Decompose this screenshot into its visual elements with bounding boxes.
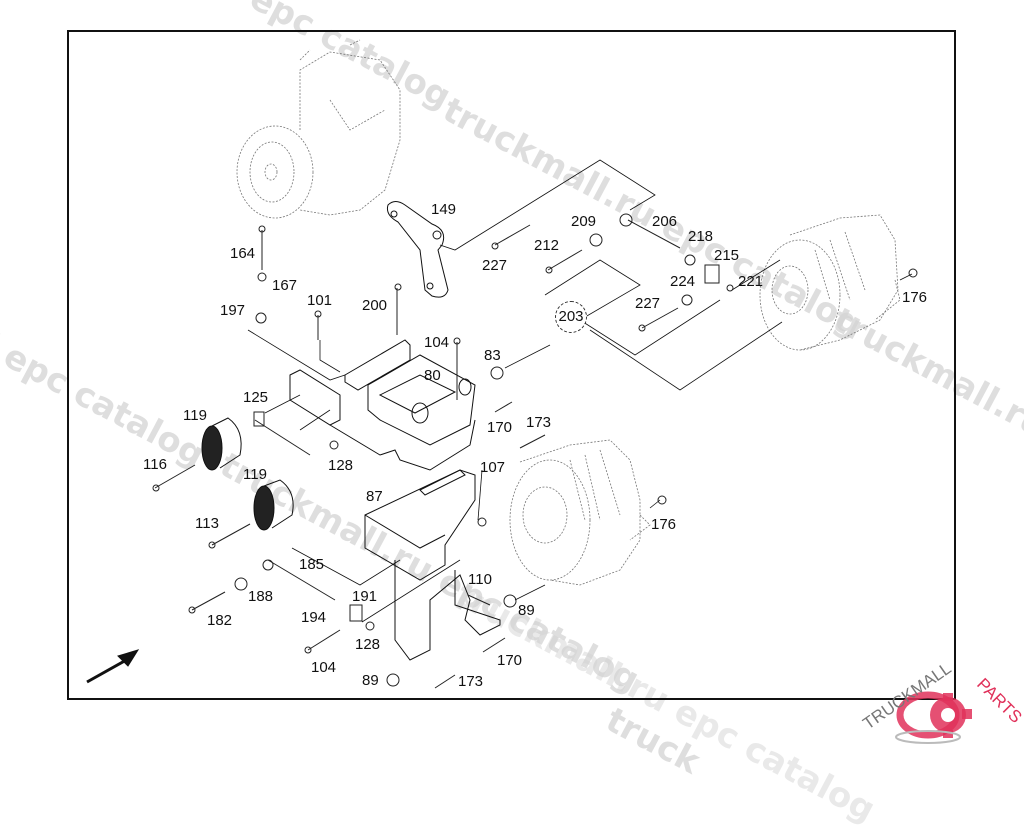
idler-pulley-upper [201, 417, 242, 471]
callout-107[interactable]: 107 [480, 459, 506, 476]
truckmallparts-logo: TRUCKMALL PARTS [856, 655, 1024, 750]
callout-113[interactable]: 113 [195, 515, 219, 532]
bracket-80 [289, 339, 476, 471]
callout-83[interactable]: 83 [484, 347, 501, 364]
callout-173[interactable]: 173 [526, 414, 552, 431]
callout-188[interactable]: 188 [248, 588, 274, 605]
callout-218[interactable]: 218 [688, 228, 714, 245]
callout-209[interactable]: 209 [571, 213, 597, 230]
callout-212[interactable]: 212 [534, 237, 560, 254]
callout-104[interactable]: 104 [424, 334, 450, 351]
logo-text-accent: PARTS [973, 674, 1024, 726]
idler-pulley-lower [253, 479, 294, 531]
callout-104[interactable]: 104 [311, 659, 337, 676]
callout-80[interactable]: 80 [424, 367, 441, 384]
callout-119[interactable]: 119 [243, 466, 267, 483]
callout-173[interactable]: 173 [458, 673, 484, 690]
callout-176[interactable]: 176 [651, 516, 677, 533]
leader-lines [247, 159, 913, 623]
arrow-up-right-icon [86, 649, 140, 684]
callout-185[interactable]: 185 [299, 556, 325, 573]
callout-119[interactable]: 119 [183, 407, 207, 424]
callout-197[interactable]: 197 [220, 302, 246, 319]
callout-176[interactable]: 176 [902, 289, 928, 306]
callout-128[interactable]: 128 [355, 636, 381, 653]
callout-89[interactable]: 89 [362, 672, 379, 689]
diagram-frame [67, 30, 956, 700]
callout-224[interactable]: 224 [670, 273, 696, 290]
parts-drawing [86, 39, 918, 689]
callout-203[interactable]: 203 [555, 301, 587, 333]
callout-125[interactable]: 125 [243, 389, 269, 406]
alternator-upper [759, 214, 901, 351]
callout-191[interactable]: 191 [352, 588, 378, 605]
callout-110[interactable]: 110 [468, 571, 492, 588]
callout-206[interactable]: 206 [652, 213, 678, 230]
callout-227[interactable]: 227 [635, 295, 661, 312]
callout-200[interactable]: 200 [362, 297, 388, 314]
callout-101[interactable]: 101 [307, 292, 333, 309]
callout-170[interactable]: 170 [487, 419, 513, 436]
callout-116[interactable]: 116 [143, 456, 167, 473]
compressor-housing [236, 39, 401, 219]
callout-221[interactable]: 221 [738, 273, 764, 290]
callout-194[interactable]: 194 [301, 609, 327, 626]
callout-182[interactable]: 182 [207, 612, 233, 629]
callout-128[interactable]: 128 [328, 457, 354, 474]
bolts [152, 213, 918, 689]
callout-89[interactable]: 89 [518, 602, 535, 619]
callout-215[interactable]: 215 [714, 247, 740, 264]
callout-149[interactable]: 149 [431, 201, 457, 218]
bracket-149 [387, 201, 449, 298]
alternator-lower [509, 439, 651, 586]
callout-227[interactable]: 227 [482, 257, 508, 274]
gear-icon [895, 691, 972, 744]
callout-164[interactable]: 164 [230, 245, 256, 262]
callout-167[interactable]: 167 [272, 277, 298, 294]
callout-170[interactable]: 170 [497, 652, 523, 669]
callout-87[interactable]: 87 [366, 488, 383, 505]
bracket-87 [364, 469, 501, 661]
